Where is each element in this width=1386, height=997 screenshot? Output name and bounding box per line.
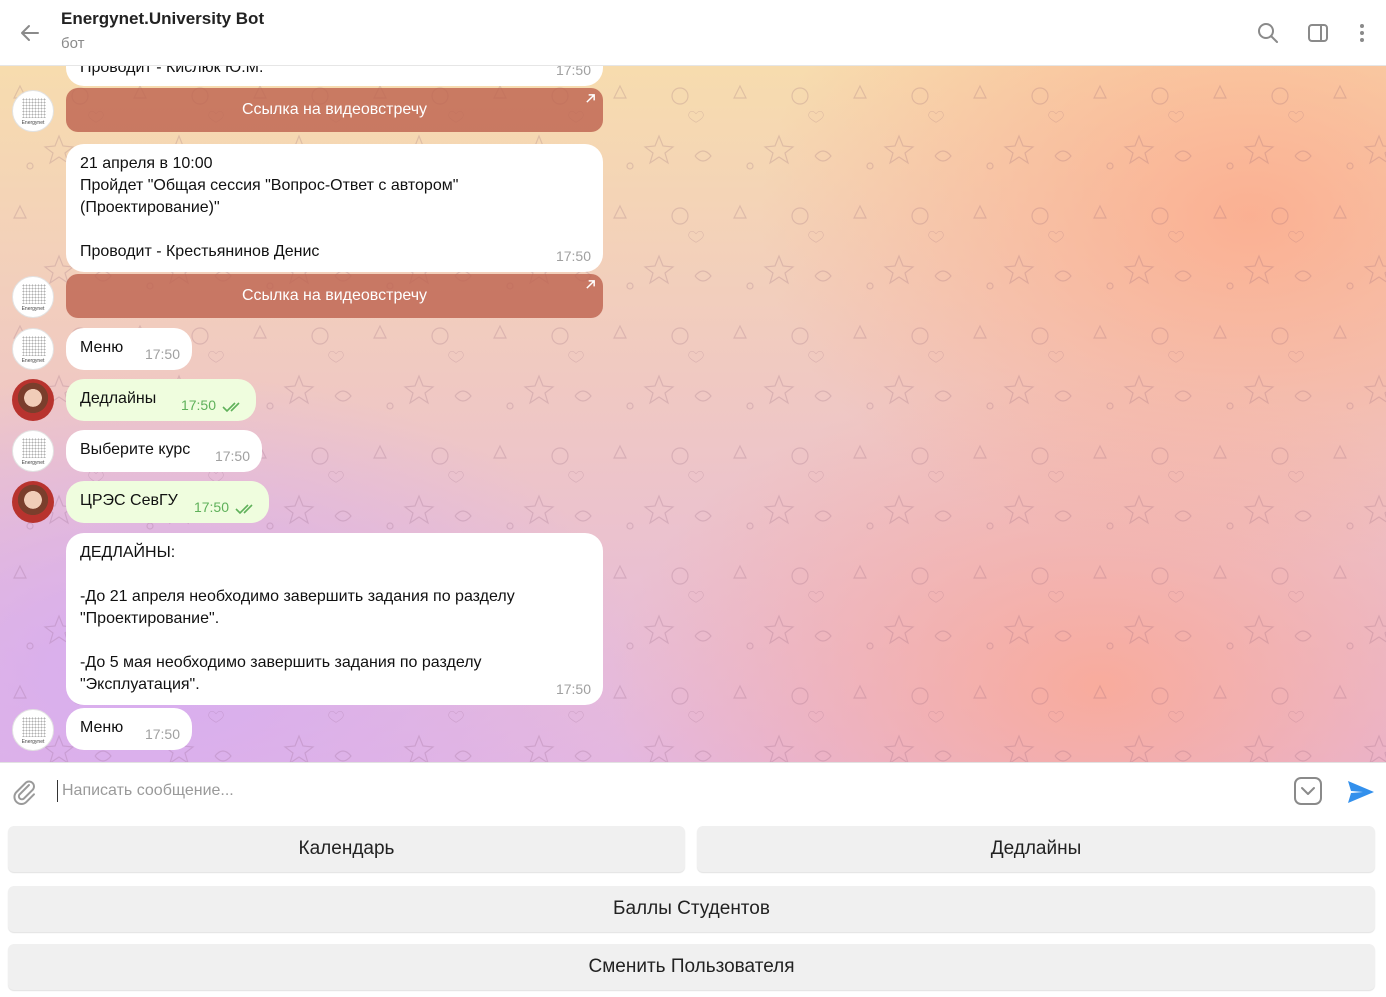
video-meeting-link-button[interactable]: Ссылка на видеовстречу xyxy=(66,274,603,318)
bot-avatar[interactable]: Energynet xyxy=(12,709,54,751)
inline-button-label: Ссылка на видеовстречу xyxy=(241,287,428,304)
message-bubble[interactable]: Меню 17:50 xyxy=(66,328,192,370)
keyboard-button-student-scores[interactable]: Баллы Студентов xyxy=(8,886,1375,932)
search-button[interactable] xyxy=(1252,17,1284,49)
message-time: 17:50 xyxy=(555,681,591,697)
message-text: (Проектирование)" xyxy=(80,199,220,216)
message-text: -До 21 апреля необходимо завершить задан… xyxy=(80,588,515,605)
message-time: 17:50 xyxy=(193,499,229,515)
message-text: Дедлайны xyxy=(80,390,157,407)
more-vertical-icon xyxy=(1360,24,1364,42)
inline-button-label: Ссылка на видеовстречу xyxy=(241,101,428,118)
sidebar-toggle-button[interactable] xyxy=(1302,17,1334,49)
user-avatar[interactable] xyxy=(12,481,54,523)
message-time: 17:50 xyxy=(214,448,250,464)
message-composer xyxy=(0,762,1386,818)
message-bubble[interactable]: 21 апреля в 10:00 Пройдет "Общая сессия … xyxy=(66,144,603,272)
message-text: Выберите курс xyxy=(80,441,191,458)
message-text xyxy=(80,564,589,586)
message-text: Меню xyxy=(80,719,124,736)
keyboard-button-deadlines[interactable]: Дедлайны xyxy=(697,826,1375,872)
message-text: Меню xyxy=(80,339,124,356)
chat-history[interactable]: Проводит - Кислюк Ю.М. 17:50 Energynet С… xyxy=(0,66,1386,762)
outgoing-message-bubble[interactable]: ЦРЭС СевГУ 17:50 xyxy=(66,481,269,523)
message-bubble[interactable]: Выберите курс 17:50 xyxy=(66,430,262,472)
message-time: 17:50 xyxy=(555,248,591,264)
message-bubble[interactable]: Меню 17:50 xyxy=(66,708,192,750)
more-menu-button[interactable] xyxy=(1346,17,1378,49)
bot-avatar[interactable]: Energynet xyxy=(12,90,54,132)
chat-subtitle: бот xyxy=(61,35,85,52)
message-text: Пройдет "Общая сессия "Вопрос-Ответ с ав… xyxy=(80,177,459,194)
message-bubble[interactable]: ДЕДЛАЙНЫ: -До 21 апреля необходимо завер… xyxy=(66,533,603,705)
read-checkmarks-icon xyxy=(235,504,253,515)
text-caret xyxy=(57,780,58,802)
video-meeting-link-button[interactable]: Ссылка на видеовстречу xyxy=(66,88,603,132)
message-text: 21 апреля в 10:00 xyxy=(80,155,213,172)
send-icon[interactable] xyxy=(1345,776,1377,808)
sidebar-panel-icon xyxy=(1308,24,1328,42)
message-text: Проводит - Крестьянинов Денис xyxy=(80,243,320,260)
message-text: "Проектирование". xyxy=(80,610,220,627)
message-text: "Эксплуатация". xyxy=(80,676,200,693)
message-text: Проводит - Кислюк Ю.М. xyxy=(80,66,264,76)
external-link-icon xyxy=(586,280,595,289)
message-time: 17:50 xyxy=(180,397,216,413)
message-text: -До 5 мая необходимо завершить задания п… xyxy=(80,654,482,671)
arrow-left-icon xyxy=(21,25,39,41)
read-checkmarks-icon xyxy=(222,402,240,413)
message-time: 17:50 xyxy=(555,66,591,78)
message-time: 17:50 xyxy=(144,346,180,362)
message-input[interactable] xyxy=(62,775,1262,807)
bot-reply-keyboard: Календарь Дедлайны Баллы Студентов Смени… xyxy=(0,818,1386,997)
outgoing-message-bubble[interactable]: Дедлайны 17:50 xyxy=(66,379,256,421)
user-avatar[interactable] xyxy=(12,379,54,421)
message-bubble[interactable]: Проводит - Кислюк Ю.М. 17:50 xyxy=(66,66,603,86)
bot-avatar[interactable]: Energynet xyxy=(12,430,54,472)
keyboard-button-calendar[interactable]: Календарь xyxy=(8,826,685,872)
bot-avatar[interactable]: Energynet xyxy=(12,276,54,318)
bot-avatar[interactable]: Energynet xyxy=(12,328,54,370)
search-icon xyxy=(1258,23,1278,43)
message-text xyxy=(80,219,589,241)
paperclip-icon[interactable] xyxy=(10,777,40,807)
bot-keyboard-toggle-icon[interactable] xyxy=(1293,776,1323,806)
chat-header: Energynet.University Bot бот xyxy=(0,0,1386,66)
chat-title[interactable]: Energynet.University Bot xyxy=(61,9,265,28)
back-button[interactable] xyxy=(14,17,46,49)
message-text: ЦРЭС СевГУ xyxy=(80,492,178,509)
external-link-icon xyxy=(586,94,595,103)
message-text: ДЕДЛАЙНЫ: xyxy=(80,544,176,561)
message-time: 17:50 xyxy=(144,726,180,742)
keyboard-button-switch-user[interactable]: Сменить Пользователя xyxy=(8,944,1375,990)
message-text xyxy=(80,630,589,652)
